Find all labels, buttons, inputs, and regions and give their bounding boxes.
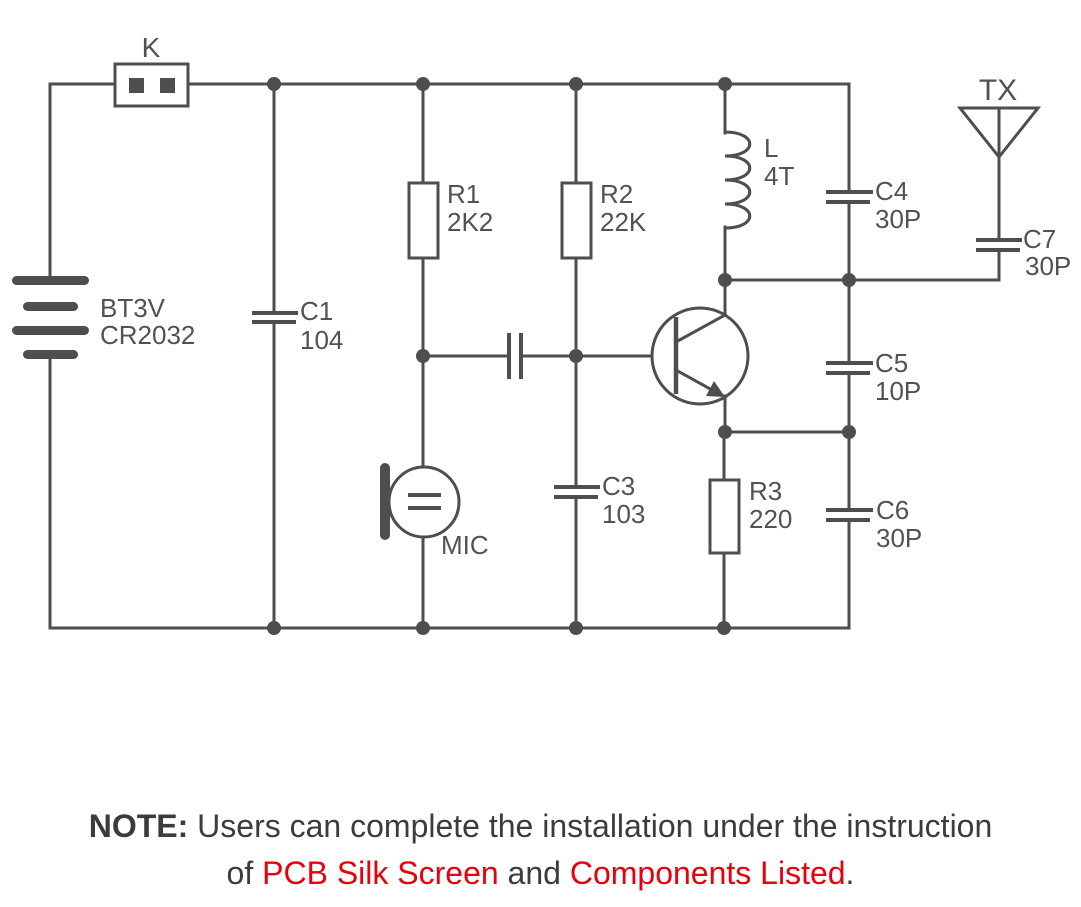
junction-dot bbox=[416, 621, 430, 635]
resistor-r1: R1 2K2 bbox=[407, 82, 493, 358]
mic-element-bar bbox=[380, 463, 390, 540]
inductor-ref-label: L bbox=[764, 133, 778, 163]
note-line1-text: Users can complete the installation unde… bbox=[188, 808, 993, 844]
mic-body bbox=[387, 465, 461, 539]
battery-plate-long-2 bbox=[12, 326, 89, 335]
battery-name-label: BT3V bbox=[100, 293, 166, 323]
r1-body bbox=[407, 181, 440, 260]
junction-dot bbox=[569, 77, 583, 91]
resistor-r2: R2 22K bbox=[560, 82, 647, 489]
resistor-r3: R3 220 bbox=[708, 430, 792, 630]
r1-ref-label: R1 bbox=[447, 179, 480, 209]
switch-contact-left bbox=[129, 78, 144, 93]
r3-value-label: 220 bbox=[749, 504, 792, 534]
battery-model-label: CR2032 bbox=[100, 320, 195, 350]
switch-k: K bbox=[113, 32, 190, 108]
junction-dot bbox=[842, 273, 856, 287]
r3-ref-label: R3 bbox=[749, 476, 782, 506]
wires bbox=[48, 82, 1001, 630]
microphone: MIC bbox=[380, 354, 489, 630]
capacitor-c5: C5 10P bbox=[826, 278, 921, 434]
circuit-schematic: K BT3V CR2032 C1 104 R1 2K2 R2 22K bbox=[12, 32, 1071, 635]
c7-ref-label: C7 bbox=[1023, 224, 1056, 254]
c6-ref-label: C6 bbox=[876, 495, 909, 525]
junction-dot bbox=[267, 621, 281, 635]
junction-dot bbox=[267, 77, 281, 91]
c4-ref-label: C4 bbox=[875, 176, 908, 206]
battery-plate-short-1 bbox=[23, 302, 78, 311]
junction-dot bbox=[842, 425, 856, 439]
transistor-emitter-arrow bbox=[706, 381, 725, 397]
battery-plate-short-2 bbox=[23, 350, 78, 359]
r1-value-label: 2K2 bbox=[447, 207, 493, 237]
transistor bbox=[650, 278, 750, 434]
inductor-l: L 4T bbox=[723, 82, 794, 282]
note-text: NOTE: Users can complete the installatio… bbox=[0, 803, 1081, 897]
c3-ref-label: C3 bbox=[602, 471, 635, 501]
capacitor-c4: C4 30P bbox=[826, 82, 921, 282]
junction-dot bbox=[416, 77, 430, 91]
note-highlight-components-listed: Components Listed bbox=[569, 855, 846, 891]
transistor-collector-segment bbox=[673, 312, 728, 345]
note-prefix: NOTE: bbox=[88, 808, 189, 844]
antenna-tx: TX bbox=[956, 74, 1042, 242]
capacitor-c3: C3 103 bbox=[554, 471, 645, 630]
inductor-value-label: 4T bbox=[764, 161, 794, 191]
note-line2-start: of bbox=[226, 855, 263, 891]
junction-dot bbox=[569, 349, 583, 363]
c1-ref-label: C1 bbox=[300, 296, 333, 326]
battery-bt3v: BT3V CR2032 bbox=[12, 276, 195, 359]
c1-value-label: 104 bbox=[300, 325, 343, 355]
junction-dot bbox=[718, 77, 732, 91]
switch-contact-right bbox=[160, 78, 175, 93]
c5-ref-label: C5 bbox=[875, 348, 908, 378]
note-highlight-pcb-silk-screen: PCB Silk Screen bbox=[262, 855, 499, 891]
note-line2-mid: and bbox=[498, 855, 570, 891]
r3-body bbox=[708, 478, 741, 555]
capacitor-c1: C1 104 bbox=[252, 82, 343, 630]
junction-dots bbox=[267, 77, 856, 635]
switch-body bbox=[113, 62, 190, 108]
c6-value-label: 30P bbox=[876, 523, 922, 553]
c3-value-label: 103 bbox=[602, 499, 645, 529]
note-line-1: NOTE: Users can complete the installatio… bbox=[0, 803, 1081, 850]
junction-dot bbox=[718, 425, 732, 439]
r2-value-label: 22K bbox=[600, 207, 647, 237]
r2-body bbox=[560, 181, 593, 260]
capacitor-c7: C7 30P bbox=[976, 224, 1071, 282]
transistor-emitter-segment bbox=[673, 367, 715, 393]
junction-dot bbox=[717, 621, 731, 635]
junction-dot bbox=[718, 273, 732, 287]
note-line2-end: . bbox=[845, 855, 855, 891]
mic-label: MIC bbox=[441, 530, 489, 560]
r2-ref-label: R2 bbox=[600, 179, 633, 209]
junction-dot bbox=[416, 349, 430, 363]
c4-value-label: 30P bbox=[875, 204, 921, 234]
switch-k-label: K bbox=[142, 32, 161, 63]
c7-value-label: 30P bbox=[1025, 251, 1071, 281]
transistor-body bbox=[650, 306, 750, 406]
coupling-capacitor bbox=[421, 333, 678, 379]
battery-plate-long-1 bbox=[12, 276, 89, 285]
note-line-2: of PCB Silk Screen and Components Listed… bbox=[0, 850, 1081, 897]
antenna-label: TX bbox=[979, 74, 1017, 107]
junction-dot bbox=[569, 621, 583, 635]
capacitor-c6: C6 30P bbox=[826, 430, 922, 630]
inductor-coil bbox=[723, 130, 752, 230]
c5-value-label: 10P bbox=[875, 376, 921, 406]
